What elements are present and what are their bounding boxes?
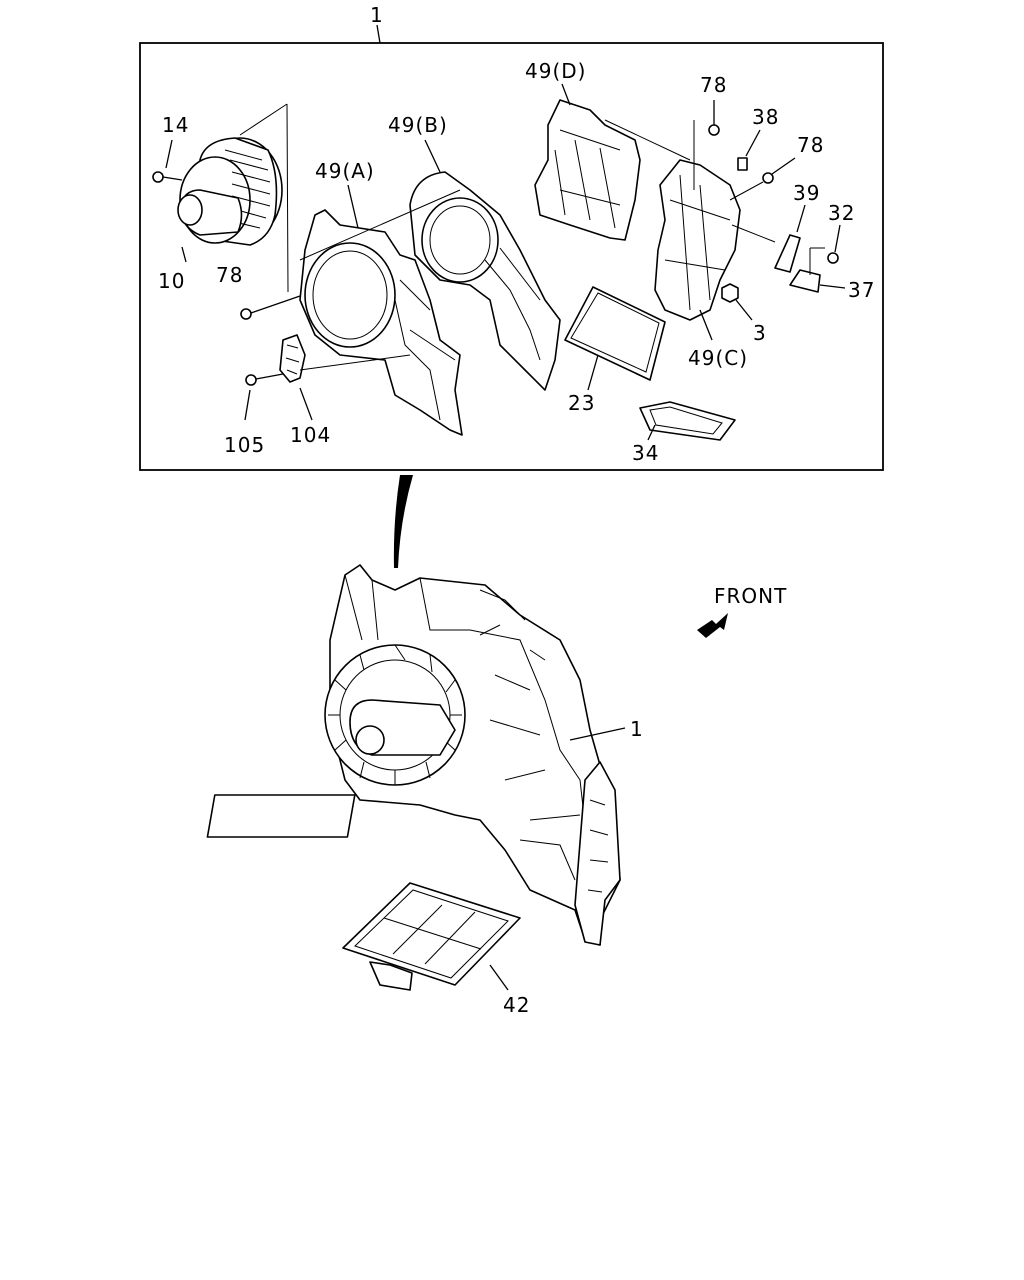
arrow-right-icon bbox=[697, 613, 728, 638]
bracket-39 bbox=[731, 204, 806, 273]
label-49a: 49(A) bbox=[315, 159, 375, 183]
leader-wedge bbox=[393, 475, 413, 568]
label-49c: 49(C) bbox=[688, 346, 748, 370]
case-half-49a bbox=[299, 209, 463, 436]
label-42: 42 bbox=[503, 993, 530, 1017]
case-half-49c bbox=[654, 159, 741, 321]
seal-34 bbox=[639, 401, 736, 441]
screw-78-right bbox=[729, 157, 796, 201]
label-assembly-top: 1 bbox=[370, 3, 384, 27]
label-78-right: 78 bbox=[797, 133, 824, 157]
label-14: 14 bbox=[162, 113, 189, 137]
label-3: 3 bbox=[753, 321, 767, 345]
label-assembly-side: 1 bbox=[630, 717, 644, 741]
blower-unit-assembly bbox=[206, 564, 621, 946]
screw-78-top bbox=[693, 100, 720, 190]
bracket-104 bbox=[279, 334, 411, 421]
label-78-top: 78 bbox=[700, 73, 727, 97]
screw-14 bbox=[152, 139, 183, 183]
label-49b: 49(B) bbox=[388, 113, 448, 137]
label-78-left: 78 bbox=[216, 263, 243, 287]
case-half-49b bbox=[409, 171, 561, 391]
label-39: 39 bbox=[793, 181, 820, 205]
blower-motor bbox=[177, 103, 289, 293]
exploded-view-frame bbox=[139, 42, 884, 471]
duct-49d bbox=[534, 99, 641, 241]
label-105: 105 bbox=[224, 433, 265, 457]
label-37: 37 bbox=[848, 278, 875, 302]
label-32: 32 bbox=[828, 201, 855, 225]
label-34: 34 bbox=[632, 441, 659, 465]
clip-38 bbox=[737, 129, 761, 171]
screw-32 bbox=[827, 224, 841, 264]
screw-78-left bbox=[240, 295, 301, 320]
bracket-37 bbox=[789, 247, 846, 293]
air-filter-42 bbox=[342, 882, 521, 991]
label-49d: 49(D) bbox=[525, 59, 586, 83]
label-23: 23 bbox=[568, 391, 595, 415]
label-38: 38 bbox=[752, 105, 779, 129]
nut-3 bbox=[721, 283, 753, 321]
filter-frame-23 bbox=[564, 286, 666, 381]
label-104: 104 bbox=[290, 423, 331, 447]
label-10: 10 bbox=[158, 269, 185, 293]
screw-105 bbox=[244, 373, 284, 421]
front-label: FRONT bbox=[714, 584, 787, 608]
